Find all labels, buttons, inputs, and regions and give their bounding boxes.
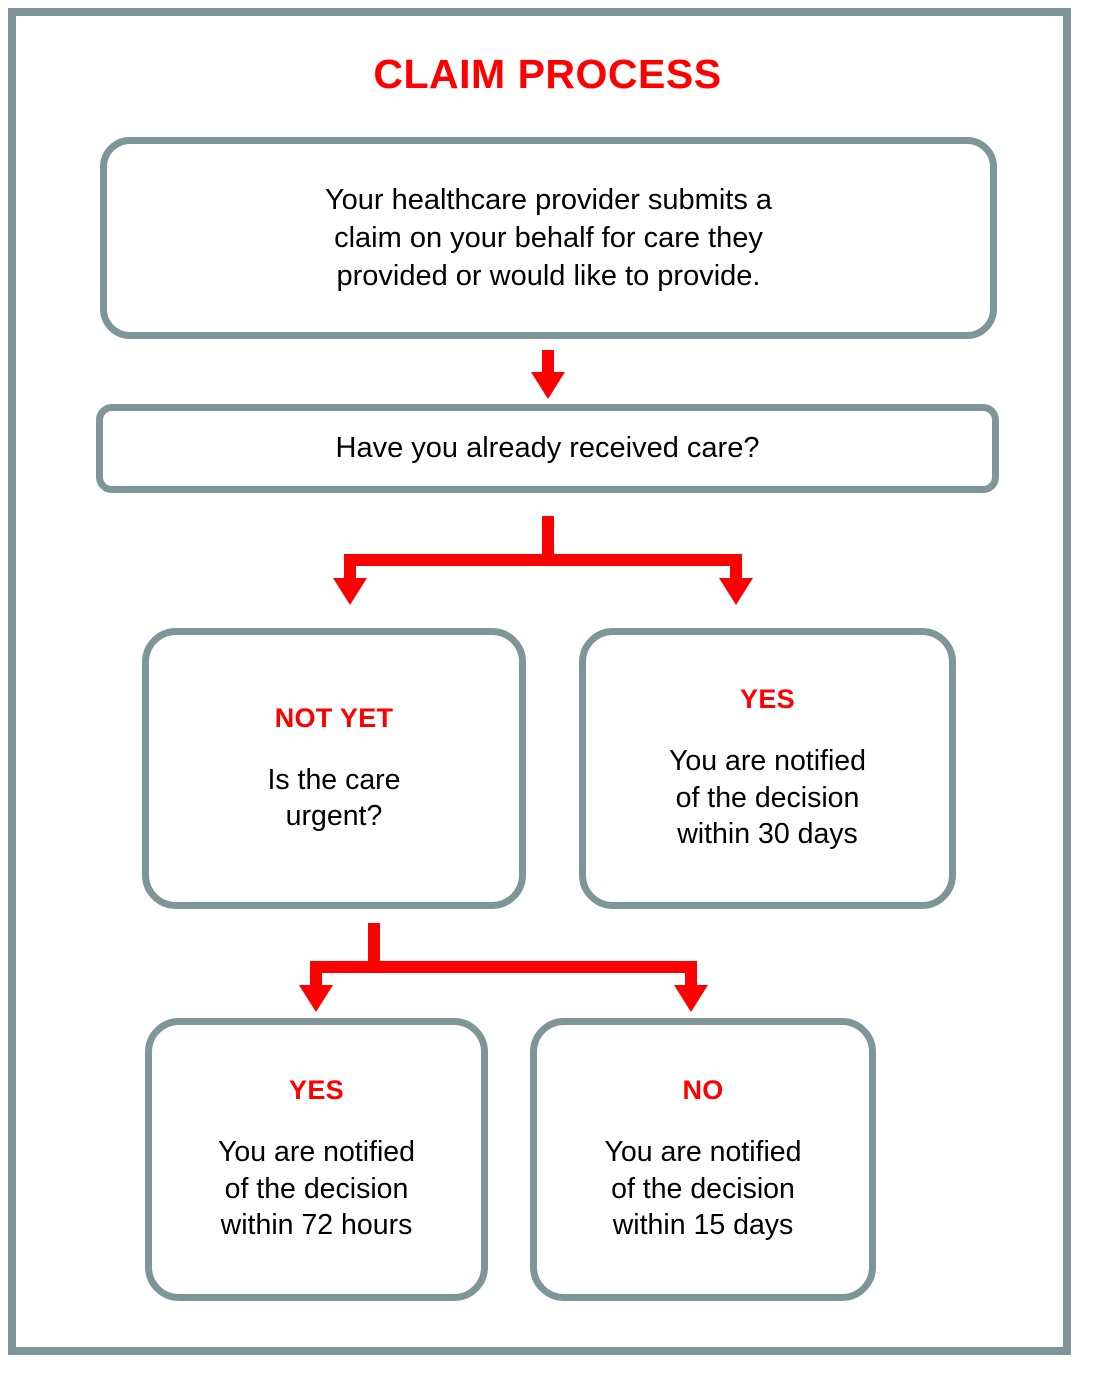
node-yes-72-hours-label: YES bbox=[289, 1075, 344, 1106]
arrow-right-head bbox=[719, 578, 753, 605]
node-yes-30-days-text: You are notified of the decision within … bbox=[668, 745, 867, 851]
node-yes-72-hours-text: You are notified of the decision within … bbox=[217, 1136, 416, 1242]
node-yes-72-hours: YES You are notified of the decision wit… bbox=[145, 1018, 488, 1301]
arrow-head bbox=[531, 372, 565, 399]
arrow-left-stem bbox=[344, 554, 356, 584]
arrow-right-stem bbox=[685, 961, 697, 991]
node-no-15-days-text: You are notified of the decision within … bbox=[604, 1136, 802, 1242]
arrow-left-stem bbox=[310, 961, 322, 991]
arrow-right-head bbox=[674, 985, 708, 1012]
arrow-stem bbox=[542, 350, 554, 376]
arrow-right-stem bbox=[730, 554, 742, 584]
arrow-bar bbox=[316, 961, 697, 973]
node-not-yet-label: NOT YET bbox=[274, 702, 394, 733]
node-not-yet: NOT YET Is the care urgent? bbox=[142, 628, 526, 909]
node-question-text: Have you already received care? bbox=[335, 431, 760, 464]
node-intro: Your healthcare provider submits a claim… bbox=[100, 137, 997, 339]
arrow-left-head bbox=[299, 985, 333, 1012]
arrow-stem bbox=[368, 923, 380, 967]
node-intro-text: Your healthcare provider submits a claim… bbox=[324, 183, 773, 293]
node-question: Have you already received care? bbox=[96, 404, 999, 493]
arrow-bar bbox=[350, 554, 742, 566]
node-yes-30-days-label: YES bbox=[740, 684, 795, 715]
arrow-stem bbox=[542, 516, 554, 560]
node-no-15-days: NO You are notified of the decision with… bbox=[530, 1018, 876, 1301]
node-not-yet-text: Is the care urgent? bbox=[267, 763, 401, 832]
node-no-15-days-label: NO bbox=[682, 1075, 724, 1106]
node-yes-30-days: YES You are notified of the decision wit… bbox=[579, 628, 956, 909]
page-title: CLAIM PROCESS bbox=[373, 51, 722, 97]
arrow-left-head bbox=[333, 578, 367, 605]
